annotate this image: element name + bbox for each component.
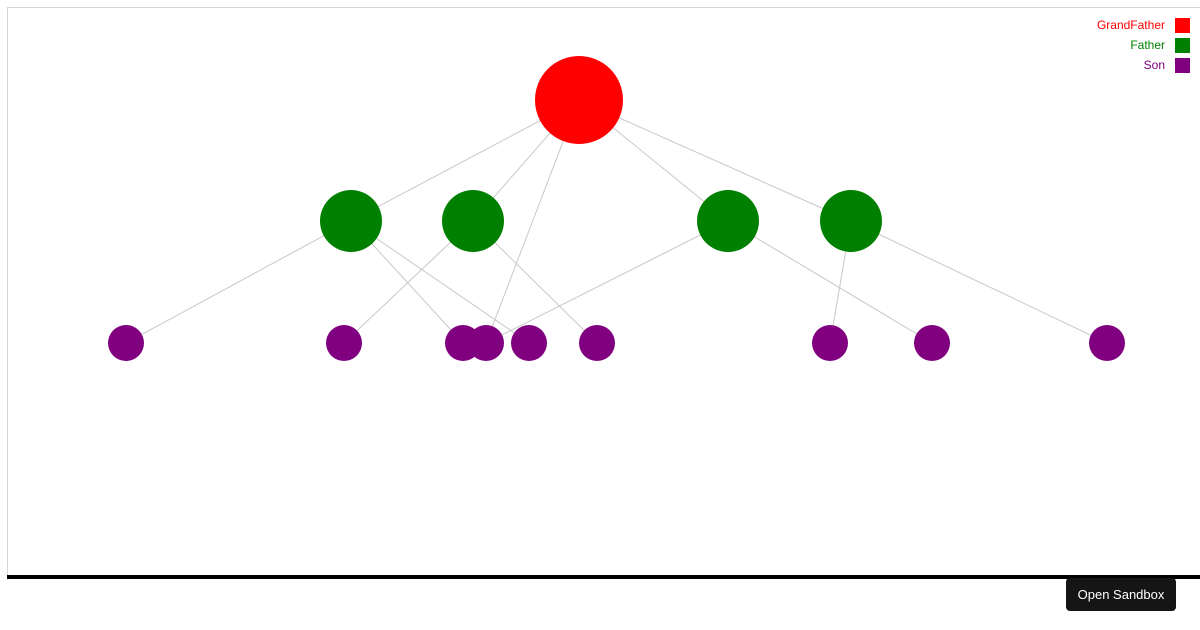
node-son-s1[interactable] — [108, 325, 144, 361]
legend-swatch — [1175, 57, 1190, 73]
legend: GrandFather Father Son — [1097, 17, 1190, 73]
edge-f1-s1 — [125, 220, 352, 344]
bottom-divider — [7, 575, 1200, 579]
legend-item-grandfather[interactable]: GrandFather — [1097, 17, 1190, 33]
node-father-f4[interactable] — [820, 190, 882, 252]
node-father-f3[interactable] — [697, 190, 759, 252]
legend-label: GrandFather — [1096, 18, 1165, 32]
node-grandfather-g1[interactable] — [535, 56, 623, 144]
node-son-s8[interactable] — [914, 325, 950, 361]
edge-g1-f4 — [578, 99, 852, 222]
node-son-s7[interactable] — [812, 325, 848, 361]
node-son-s4[interactable] — [468, 325, 504, 361]
open-sandbox-button[interactable]: Open Sandbox — [1066, 578, 1176, 611]
edges-layer — [125, 99, 1108, 344]
node-son-s2[interactable] — [326, 325, 362, 361]
edge-f3-s8 — [727, 220, 933, 344]
edge-f1-s5 — [350, 220, 530, 344]
edge-f3-s4 — [485, 220, 729, 344]
node-son-s9[interactable] — [1089, 325, 1125, 361]
nodes-layer — [108, 56, 1125, 361]
node-son-s6[interactable] — [579, 325, 615, 361]
legend-item-father[interactable]: Father — [1097, 37, 1190, 53]
node-son-s5[interactable] — [511, 325, 547, 361]
node-father-f2[interactable] — [442, 190, 504, 252]
legend-label: Son — [1143, 58, 1165, 72]
node-father-f1[interactable] — [320, 190, 382, 252]
legend-label: Father — [1130, 38, 1165, 52]
edge-f4-s9 — [850, 220, 1108, 344]
legend-swatch — [1175, 37, 1190, 53]
legend-swatch — [1175, 17, 1190, 33]
legend-item-son[interactable]: Son — [1097, 57, 1190, 73]
graph-svg — [108, 56, 1125, 361]
